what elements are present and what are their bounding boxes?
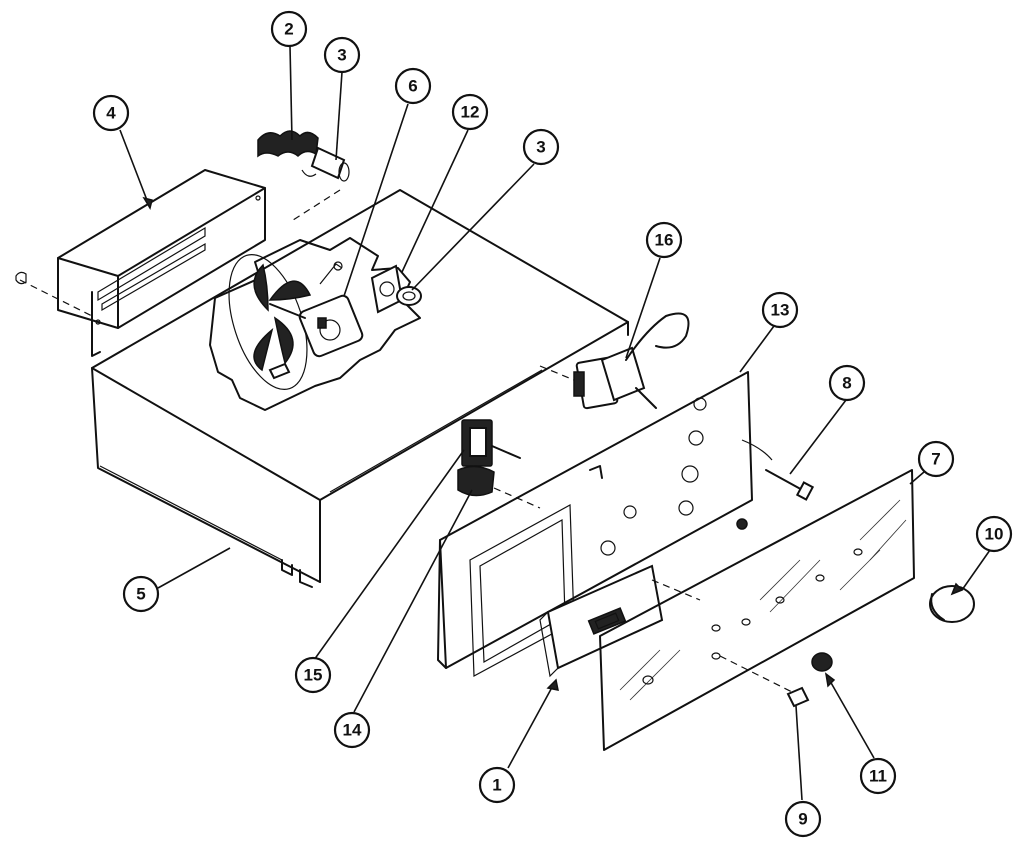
callout-11: 11 bbox=[859, 757, 897, 795]
rod bbox=[765, 469, 815, 501]
callout-16: 16 bbox=[645, 221, 683, 259]
control-knob bbox=[929, 585, 975, 623]
callout-label: 16 bbox=[655, 231, 674, 250]
callout-4: 4 bbox=[92, 94, 130, 132]
housing-box bbox=[91, 189, 629, 588]
callout-label: 9 bbox=[798, 810, 807, 829]
duct-panel bbox=[15, 169, 266, 357]
callout-label: 12 bbox=[461, 103, 480, 122]
spacer bbox=[786, 686, 810, 708]
front-glass-panel bbox=[599, 469, 915, 751]
callout-label: 10 bbox=[985, 525, 1004, 544]
callout-label: 13 bbox=[771, 301, 790, 320]
fan-motor-assembly bbox=[209, 237, 421, 411]
callout-14: 14 bbox=[333, 711, 371, 749]
gasket-and-clamp bbox=[370, 264, 422, 314]
callout-15: 15 bbox=[294, 656, 332, 694]
callout-label: 3 bbox=[337, 46, 346, 65]
leader-lines bbox=[119, 45, 991, 801]
callout-9: 9 bbox=[784, 800, 822, 838]
callout-label: 1 bbox=[492, 776, 501, 795]
selector-switch bbox=[457, 419, 541, 509]
callout-7: 7 bbox=[917, 440, 955, 478]
small-knob bbox=[811, 652, 833, 672]
callout-label: 8 bbox=[842, 374, 851, 393]
callout-label: 7 bbox=[931, 450, 940, 469]
callout-label: 14 bbox=[343, 721, 362, 740]
callout-13: 13 bbox=[761, 291, 799, 329]
thermostat-switch bbox=[539, 312, 690, 410]
callout-label: 11 bbox=[869, 767, 887, 786]
callout-1: 1 bbox=[478, 766, 516, 804]
callout-3: 3 bbox=[323, 36, 361, 74]
callout-label: 3 bbox=[536, 138, 545, 157]
callout-label: 2 bbox=[284, 20, 293, 39]
callout-3-clamp: 3 bbox=[522, 128, 560, 166]
callout-8: 8 bbox=[828, 364, 866, 402]
callout-2: 2 bbox=[270, 10, 308, 48]
callout-label: 15 bbox=[304, 666, 323, 685]
callout-10: 10 bbox=[975, 515, 1013, 553]
callout-12: 12 bbox=[451, 93, 489, 131]
callout-label: 6 bbox=[408, 77, 417, 96]
callout-label: 5 bbox=[136, 585, 145, 604]
callout-label: 4 bbox=[106, 104, 116, 123]
callout-6: 6 bbox=[394, 67, 432, 105]
hose-and-clamp bbox=[257, 130, 350, 223]
callout-5: 5 bbox=[122, 575, 160, 613]
timer-module bbox=[539, 564, 701, 678]
